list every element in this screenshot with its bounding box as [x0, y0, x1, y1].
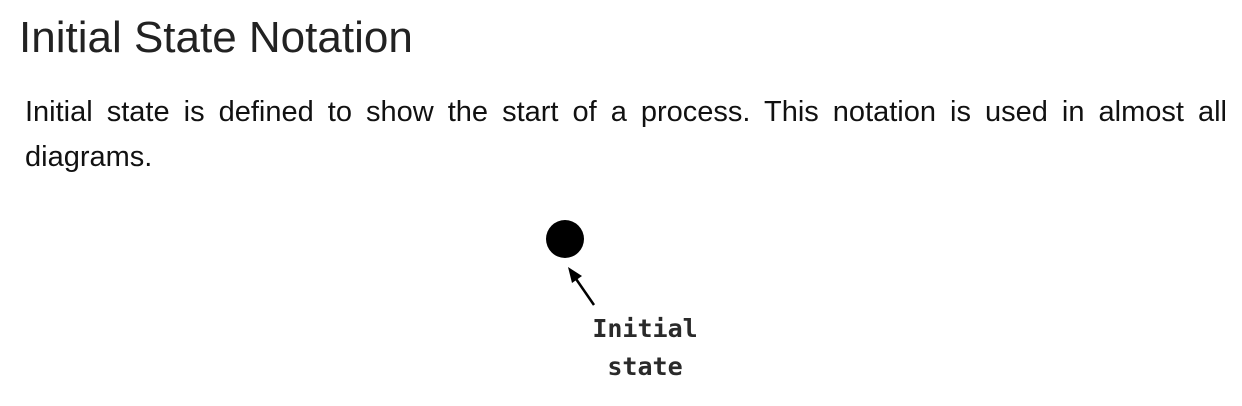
initial-state-node — [546, 220, 584, 258]
initial-state-figure: Initial state — [530, 210, 730, 390]
initial-state-label: Initial state — [570, 310, 720, 386]
pointer-arrow-shaft — [572, 275, 596, 306]
label-line-initial: Initial — [592, 314, 698, 343]
label-line-state: state — [607, 352, 683, 381]
pointer-arrow-head — [568, 267, 582, 283]
intro-paragraph: Initial state is defined to show the sta… — [25, 96, 1227, 173]
page-title: Initial State Notation — [19, 13, 413, 62]
initial-state-diagram — [546, 220, 596, 306]
